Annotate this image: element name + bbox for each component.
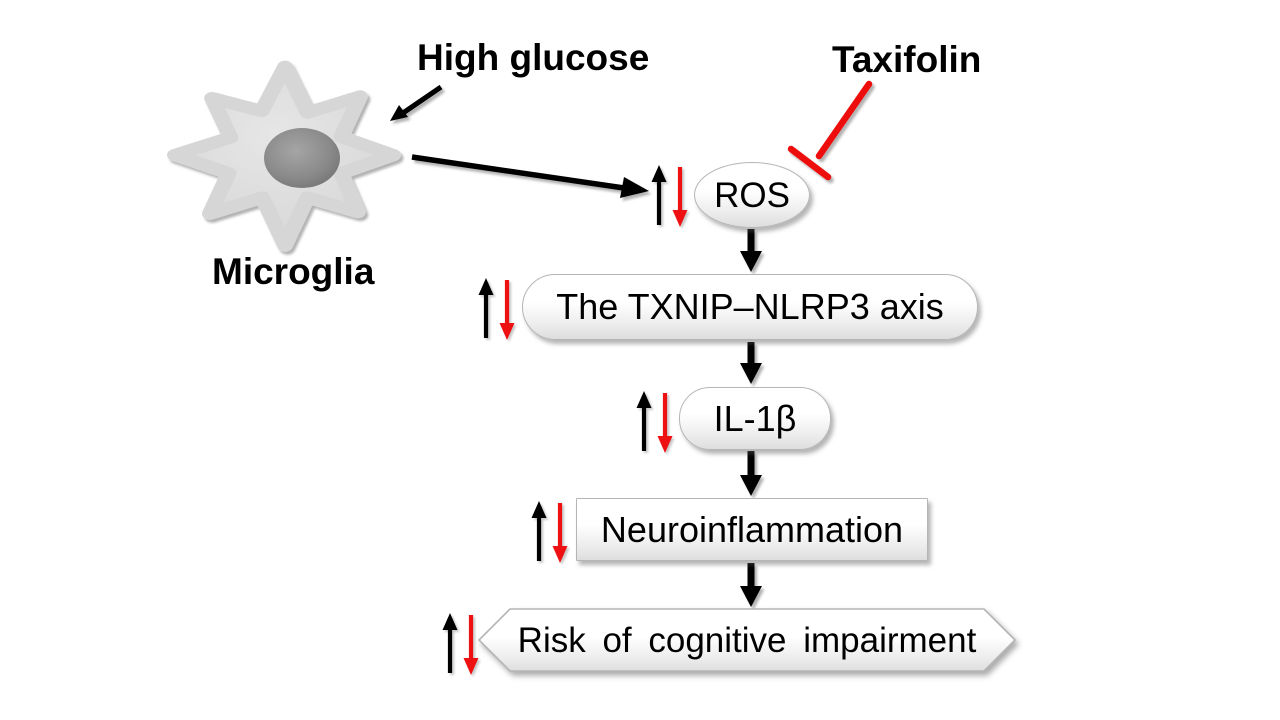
down-arrow-head-icon [499, 323, 515, 340]
microglia-cell [167, 60, 401, 252]
high-glucose-to-microglia-arrow [390, 84, 443, 121]
down-arrow-head-icon [657, 436, 673, 453]
up-arrow-head-icon [478, 278, 494, 295]
taxifolin-label: Taxifolin [832, 39, 982, 80]
neuroinflammation-updown-arrows [531, 501, 568, 563]
node-il1b: IL-1β [679, 387, 831, 450]
txnip-updown-arrows [478, 278, 515, 340]
ros-updown-arrows [651, 165, 688, 227]
up-arrow-head-icon [531, 501, 547, 518]
node-neuroinflammation: Neuroinflammation [576, 498, 928, 561]
taxifolin-inhibition-tbar [787, 80, 873, 181]
il1b-updown-arrows [636, 391, 673, 453]
neuroinflammation-to-risk-arrow [740, 563, 762, 607]
down-arrow-head-icon [463, 658, 479, 675]
microglia-nucleus [264, 128, 340, 188]
high-glucose-label: High glucose [417, 37, 650, 78]
node-ros-label: ROS [714, 175, 790, 215]
node-cognitive-impairment-risk: Risk of cognitive impairment [478, 608, 1016, 672]
hexagon-shape [478, 608, 1016, 672]
il1b-to-neuroinflammation-arrow [740, 451, 762, 496]
node-cognitive-impairment-risk-label: Risk of cognitive impairment [517, 620, 977, 660]
up-arrow-head-icon [442, 613, 458, 630]
node-il1b-label: IL-1β [713, 397, 797, 439]
up-arrow-head-icon [651, 165, 667, 182]
up-arrow-head-icon [636, 391, 652, 408]
down-arrow-head-icon [552, 546, 568, 563]
txnip-to-il1b-arrow [740, 342, 762, 384]
microglia-to-ros-arrow [411, 154, 649, 198]
node-neuroinflammation-label: Neuroinflammation [600, 508, 904, 550]
down-arrow-head-icon [672, 210, 688, 227]
risk-updown-arrows [442, 613, 479, 675]
node-ros: ROS [694, 162, 810, 228]
node-txnip-nlrp3-axis: The TXNIP–NLRP3 axis [522, 274, 978, 340]
node-txnip-nlrp3-axis-label: The TXNIP–NLRP3 axis [556, 286, 944, 327]
ros-to-txnip-arrow [740, 229, 762, 272]
microglia-label: Microglia [212, 251, 375, 292]
